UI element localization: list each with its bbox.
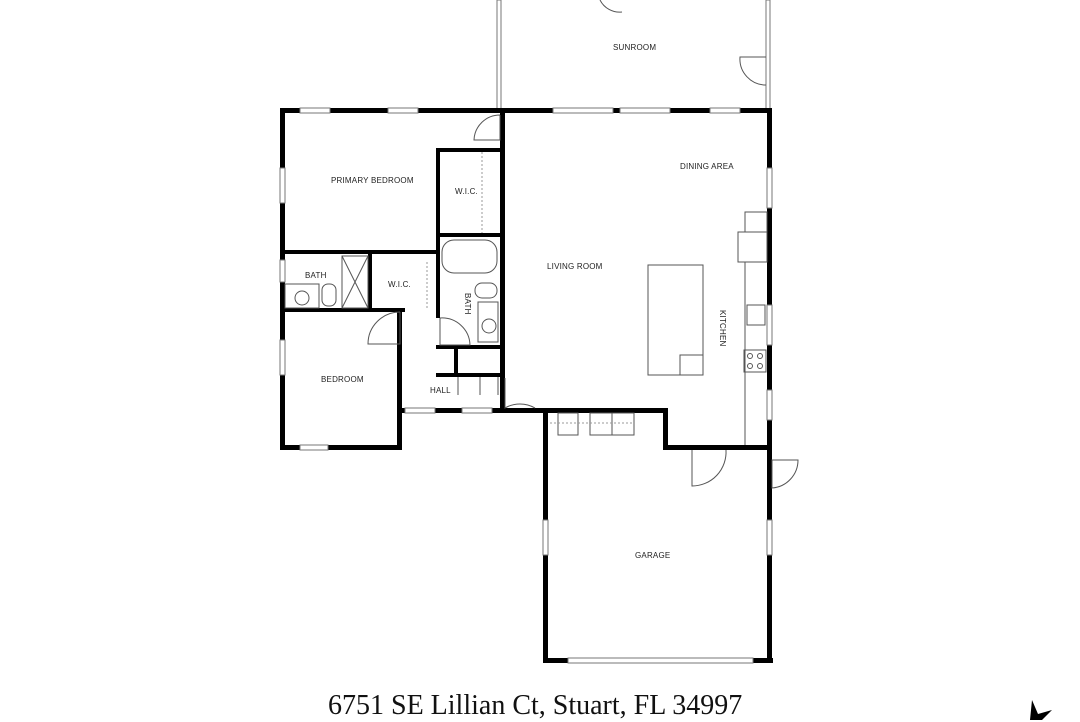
room-label-kitchen: KITCHEN: [718, 310, 727, 347]
walls: [280, 108, 773, 663]
room-label-hall: HALL: [430, 386, 451, 395]
room-label-garage: GARAGE: [635, 551, 671, 560]
sunroom-walls: [496, 0, 771, 111]
room-label-bedroom: BEDROOM: [321, 375, 364, 384]
room-label-dining-area: DINING AREA: [680, 162, 734, 171]
room-label-living-room: LIVING ROOM: [547, 262, 603, 271]
north-arrow-icon: [1030, 700, 1052, 720]
room-label-primary-bedroom: PRIMARY BEDROOM: [331, 176, 414, 185]
doors: [367, 114, 799, 489]
room-label-bath-1: BATH: [305, 271, 327, 280]
room-label-wic-1: W.I.C.: [455, 187, 478, 196]
room-label-wic-2: W.I.C.: [388, 280, 411, 289]
room-label-bath-2: BATH: [463, 293, 472, 315]
fixtures: [284, 152, 768, 445]
room-label-sunroom: SUNROOM: [613, 43, 657, 52]
windows: [279, 107, 773, 664]
property-address: 6751 SE Lillian Ct, Stuart, FL 34997: [328, 690, 743, 721]
